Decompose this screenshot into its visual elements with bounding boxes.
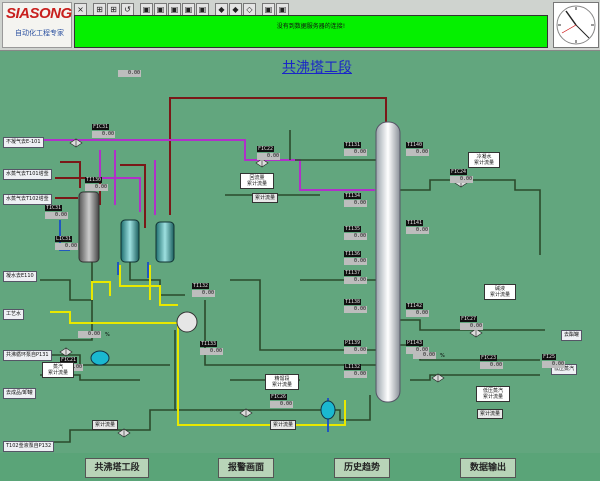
instrument-value: 0.00 [344, 347, 367, 354]
instrument-tag[interactable]: TI131 [344, 142, 362, 148]
instrument-tag[interactable]: TI130 [85, 177, 103, 183]
instrument-value: 0.00 [344, 277, 367, 284]
totalizer-box[interactable]: 累计流量 [92, 420, 119, 430]
totalizer-box[interactable]: 累计流量 [477, 409, 504, 419]
instrument-tag[interactable]: FIC24 [450, 169, 468, 175]
totalizer-box[interactable]: 冷凝水 累计流量 [468, 152, 500, 168]
distillation-column [375, 121, 401, 403]
nav-button-history[interactable]: 历史趋势 [334, 458, 390, 478]
instrument-value: 0.00 [344, 306, 367, 313]
clock-face-icon [556, 5, 596, 45]
totalizer-box[interactable]: 精馏段 累计流量 [265, 374, 299, 390]
instrument-tag[interactable]: TI133 [200, 341, 218, 347]
separator-drum [176, 311, 198, 333]
instrument-value: 0.00 [200, 348, 223, 355]
instrument-tag[interactable]: FI25 [542, 354, 557, 360]
totalizer-box[interactable]: 累计流量 [252, 193, 279, 203]
totalizer-box[interactable]: 蒸汽 累计流量 [42, 362, 74, 378]
instrument-tag[interactable]: FIC27 [460, 316, 478, 322]
nav-button-process[interactable]: 共沸塔工段 [85, 458, 149, 478]
instrument-tag[interactable]: TI135 [344, 226, 362, 232]
instrument-tag[interactable]: TI140 [406, 142, 424, 148]
instrument-tag[interactable]: TI137 [344, 270, 362, 276]
alarm-banner: 没有到数据服务器的连接! [74, 15, 548, 48]
instrument-value: 0.00 [45, 212, 68, 219]
company-logo: SIASONG 自动化工程专家 [2, 2, 72, 48]
instrument-tag[interactable]: FIC23 [480, 355, 498, 361]
valve-percent: 0.00 [413, 352, 436, 359]
condenser-1 [120, 219, 140, 263]
instrument-value: 0.00 [480, 362, 503, 369]
pump-p132 [320, 400, 336, 420]
instrument-value: 0.00 [344, 258, 367, 265]
stream-label: 工艺水 [3, 309, 25, 320]
instrument-tag[interactable]: TI141 [406, 220, 424, 226]
pump-p131 [90, 350, 110, 366]
toolbar-button[interactable]: ↺ [121, 3, 134, 16]
toolbar-button[interactable]: ◇ [243, 3, 256, 16]
stream-label: 凝水去E110 [3, 271, 37, 282]
instrument-value: 0.00 [344, 149, 367, 156]
instrument-value: 0.00 [270, 401, 293, 408]
instrument-tag[interactable]: LIC31 [55, 236, 73, 242]
stream-label: 去成品/卸罐 [3, 388, 36, 399]
percent-unit: % [105, 332, 110, 338]
instrument-value: 0.00 [542, 361, 565, 368]
instrument-value: 0.00 [85, 184, 108, 191]
instrument-value: 0.00 [406, 310, 429, 317]
instrument-tag[interactable]: PI139 [344, 340, 362, 346]
totalizer-box[interactable]: 累计流量 [270, 420, 297, 430]
instrument-value: 0.00 [257, 153, 280, 160]
instrument-tag[interactable]: TI132 [192, 283, 210, 289]
instrument-value: 0.00 [450, 176, 473, 183]
totalizer-box[interactable]: 回流量 累计流量 [240, 173, 274, 189]
analog-clock [553, 2, 599, 48]
alarm-message: 没有到数据服务器的连接! [276, 23, 346, 30]
instrument-value: 0.00 [460, 323, 483, 330]
instrument-tag[interactable]: TI138 [344, 299, 362, 305]
stream-label: 水蒸气去T102塔釜 [3, 194, 52, 205]
instrument-value: 0.00 [55, 243, 78, 250]
instrument-value: 0.00 [344, 200, 367, 207]
page-title: 共沸塔工段 [282, 60, 352, 76]
instrument-value: 0.00 [406, 149, 429, 156]
instrument-value: 0.00 [344, 233, 367, 240]
instrument-tag[interactable]: TI134 [344, 193, 362, 199]
condenser-2 [155, 221, 175, 263]
instrument-value: 0.00 [92, 131, 115, 138]
instrument-tag[interactable]: TI136 [344, 251, 362, 257]
stream-label: T102釜液泵自P132 [3, 441, 55, 452]
stream-label: 水蒸气去T101塔釜 [3, 169, 52, 180]
instrument-tag[interactable]: FIC21 [60, 357, 78, 363]
totalizer-box[interactable]: 碱液 累计流量 [484, 284, 516, 300]
instrument-value: 0.00 [406, 347, 429, 354]
instrument-tag[interactable]: FIC26 [270, 394, 288, 400]
nav-button-alarm[interactable]: 报警画面 [218, 458, 274, 478]
instrument-value: 0.00 [344, 371, 367, 378]
valve-percent: 0.00 [78, 331, 101, 338]
top-readout: 0.00 [118, 70, 141, 77]
nav-button-export[interactable]: 数据输出 [460, 458, 516, 478]
top-bar: SIASONG 自动化工程专家 × ⊞ ⊞ ↺ ▣ ▣ ▣ ▣ ▣ ◆ ◆ ◇ … [0, 0, 600, 51]
stream-label: 不凝气去E-101 [3, 137, 44, 148]
instrument-tag[interactable]: TIC31 [45, 205, 63, 211]
stream-label: 去酯罐 [561, 330, 583, 341]
instrument-tag[interactable]: PI143 [406, 340, 424, 346]
instrument-tag[interactable]: FIC22 [257, 146, 275, 152]
stream-label: 共沸循环泵自P131 [3, 350, 52, 361]
logo-text: SIASONG [6, 5, 72, 22]
totalizer-box[interactable]: 低压蒸汽 累计流量 [476, 386, 510, 402]
instrument-value: 0.00 [192, 290, 215, 297]
instrument-tag[interactable]: FIC31 [92, 124, 110, 130]
percent-unit: % [440, 353, 445, 359]
instrument-tag[interactable]: TI142 [406, 303, 424, 309]
instrument-tag[interactable]: LI132 [344, 364, 362, 370]
logo-subtitle: 自动化工程专家 [15, 29, 64, 37]
instrument-value: 0.00 [406, 227, 429, 234]
azeotrope-tower [78, 191, 100, 263]
